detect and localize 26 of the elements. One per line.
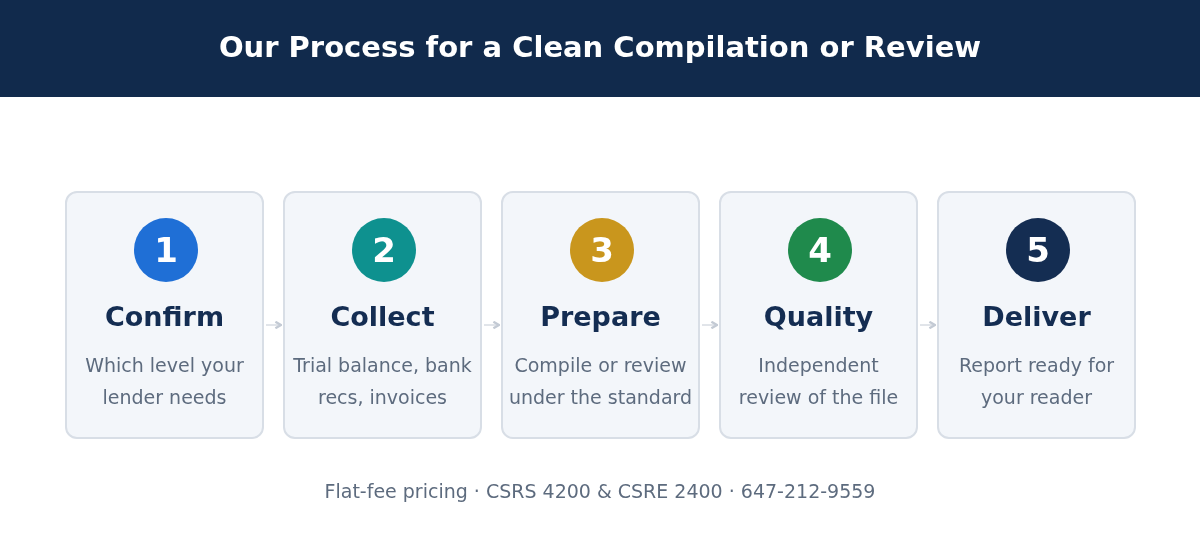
step-title: Quality — [762, 301, 875, 332]
arrow — [265, 320, 283, 330]
step-number: 5 — [1006, 218, 1070, 282]
step-title: Confirm — [103, 301, 226, 332]
step-number: 1 — [134, 218, 198, 282]
step-description: Which level your lender needs — [84, 353, 245, 410]
step-description: Independent review of the file — [737, 353, 900, 410]
step-title: Deliver — [981, 301, 1092, 332]
arrow — [919, 320, 937, 330]
step-title: Collect — [329, 301, 436, 332]
arrow — [701, 320, 719, 330]
arrow — [483, 320, 501, 330]
step-card — [719, 191, 918, 439]
step-number: 3 — [570, 218, 634, 282]
step-description: Trial balance, bank recs, invoices — [292, 353, 473, 410]
step-number: 2 — [352, 218, 416, 282]
step-card — [65, 191, 264, 439]
step-description: Compile or review under the standard — [507, 353, 694, 410]
step-card — [501, 191, 700, 439]
page-title: Our Process for a Clean Compilation or Review — [217, 30, 983, 64]
step-card — [937, 191, 1136, 439]
step-title: Prepare — [539, 301, 662, 332]
step-card — [283, 191, 482, 439]
step-description: Report ready for your reader — [957, 353, 1116, 410]
step-number: 4 — [788, 218, 852, 282]
footer-note: Flat-fee pricing · CSRS 4200 & CSRE 2400 · 647-212-9559 — [324, 480, 876, 502]
